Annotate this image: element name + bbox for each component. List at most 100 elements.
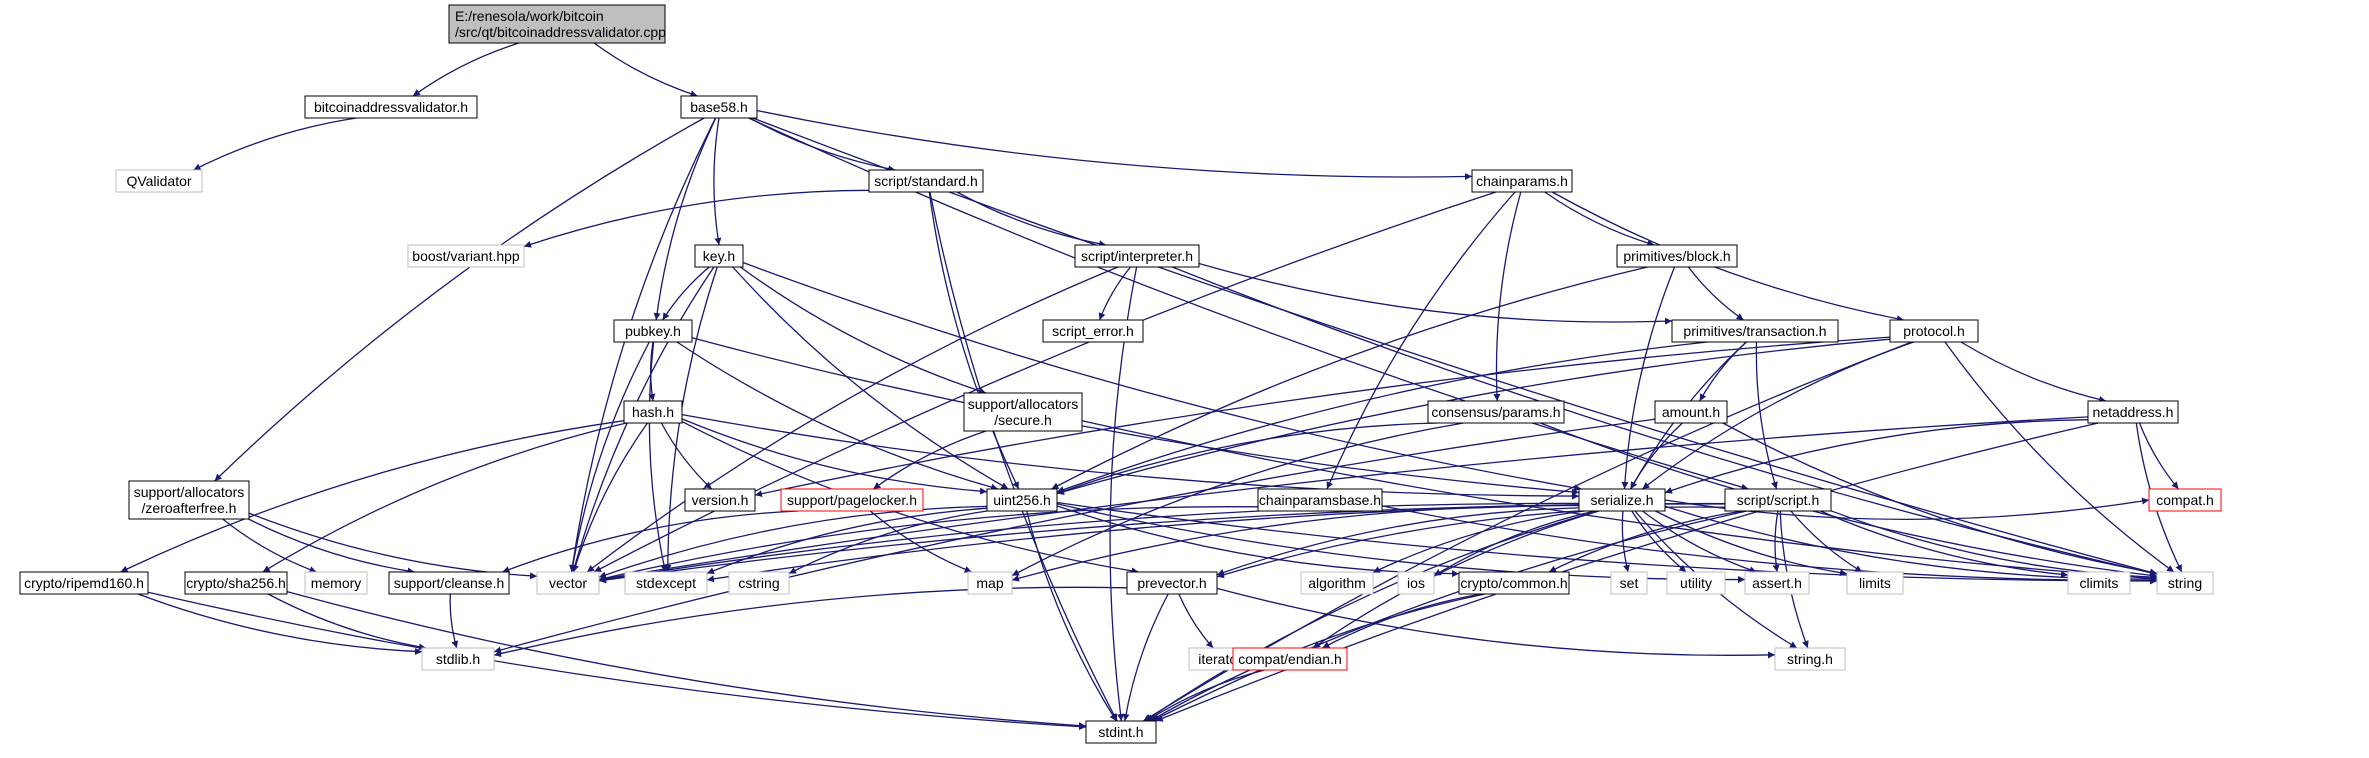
node-uint256[interactable]: uint256.h — [986, 488, 1058, 512]
edge-hash-to-vector — [572, 422, 649, 573]
edge-pubkey-to-uint256 — [676, 341, 999, 491]
node-version[interactable]: version.h — [684, 488, 756, 512]
node-box-stdint — [1085, 720, 1157, 744]
node-label-bav-h: bitcoinaddressvalidator.h — [314, 99, 468, 115]
node-label-script-error: script_error.h — [1052, 323, 1134, 339]
node-transaction[interactable]: primitives/transaction.h — [1671, 319, 1839, 343]
node-label-protocol: protocol.h — [1903, 323, 1964, 339]
node-zeroafterfree[interactable]: support/allocators/zeroafterfree.h — [128, 480, 250, 520]
edge-base58-to-key — [713, 117, 722, 246]
node-label-version: version.h — [692, 492, 749, 508]
edge-ripemd-to-stdint — [147, 591, 1087, 731]
edge-hash-to-uint256 — [681, 418, 988, 495]
edge-consensus-to-uint256 — [1056, 422, 1437, 495]
node-chainparamsbase[interactable]: chainparamsbase.h — [1257, 488, 1383, 512]
node-box-key — [694, 244, 744, 268]
node-script-h[interactable]: script/script.h — [1724, 488, 1832, 512]
node-sha256[interactable]: crypto/sha256.h — [184, 571, 288, 595]
edge-chainparams-to-consensus — [1493, 191, 1522, 402]
node-block[interactable]: primitives/block.h — [1616, 244, 1738, 268]
node-box-chainparams — [1471, 169, 1573, 193]
edge-hash-to-sha256 — [262, 422, 627, 573]
edge-endian-to-stdint — [1146, 669, 1265, 722]
edge-sha256-to-stdlib — [267, 593, 427, 651]
edge-chainparamsbase-to-string — [1381, 505, 2158, 584]
edge-root-to-bav-h — [412, 42, 520, 97]
node-box-stdexcept — [624, 571, 708, 595]
edge-bav-h-to-qvalidator — [193, 117, 357, 171]
edge-prevector-to-stdlib — [493, 586, 1128, 658]
node-label-secure-h-line-2: /secure.h — [994, 412, 1052, 428]
node-box-cstring — [728, 571, 790, 595]
node-stdint[interactable]: stdint.h — [1085, 720, 1157, 744]
node-label-serialize: serialize.h — [1590, 492, 1653, 508]
node-label-hash: hash.h — [632, 404, 674, 420]
node-limits: limits — [1846, 571, 1904, 595]
node-memory: memory — [304, 571, 368, 595]
node-root[interactable]: E:/renesola/work/bitcoin/src/qt/bitcoina… — [448, 4, 666, 44]
node-base58[interactable]: base58.h — [680, 95, 758, 119]
edge-script-h-to-string — [1830, 510, 2158, 581]
node-pubkey[interactable]: pubkey.h — [613, 319, 693, 343]
node-interpreter[interactable]: script/interpreter.h — [1074, 244, 1200, 268]
nodes-layer: E:/renesola/work/bitcoin/src/qt/bitcoina… — [19, 4, 2222, 744]
edge-zeroafterfree-to-cleanse — [248, 518, 415, 575]
node-pagelocker[interactable]: support/pagelocker.h — [780, 488, 924, 512]
node-prevector[interactable]: prevector.h — [1126, 571, 1218, 595]
node-consensus[interactable]: consensus/params.h — [1427, 400, 1565, 424]
edge-sha256-to-stdint — [286, 590, 1087, 730]
node-box-pagelocker — [780, 488, 924, 512]
node-box-utility — [1666, 571, 1726, 595]
edge-prevector-to-string-h — [1216, 587, 1776, 659]
node-label-crypto-common: crypto/common.h — [1460, 575, 1567, 591]
node-label-key: key.h — [703, 248, 735, 264]
edge-amount-to-stdlib — [493, 418, 1656, 654]
node-label-climits: climits — [2080, 575, 2119, 591]
edge-pagelocker-to-map — [869, 510, 972, 573]
node-label-secure-h-line-1: support/allocators — [968, 396, 1079, 412]
node-label-vector: vector — [549, 575, 587, 591]
node-secure-h[interactable]: support/allocators/secure.h — [963, 392, 1083, 432]
edge-serialize-to-stdint — [1144, 510, 1599, 722]
node-algorithm: algorithm — [1300, 571, 1374, 595]
node-hash[interactable]: hash.h — [623, 400, 683, 424]
node-label-root-line-2: /src/qt/bitcoinaddressvalidator.cpp — [455, 24, 666, 40]
node-protocol[interactable]: protocol.h — [1889, 319, 1979, 343]
node-netaddress[interactable]: netaddress.h — [2087, 400, 2179, 424]
edge-prevector-to-iterator — [1178, 593, 1214, 649]
node-key[interactable]: key.h — [694, 244, 744, 268]
node-serialize[interactable]: serialize.h — [1578, 488, 1666, 512]
edge-pubkey-to-stdexcept — [648, 341, 668, 573]
node-box-cleanse — [388, 571, 510, 595]
node-ripemd[interactable]: crypto/ripemd160.h — [19, 571, 149, 595]
node-box-sha256 — [184, 571, 288, 595]
edge-chainparams-to-block — [1544, 191, 1655, 247]
node-cleanse[interactable]: support/cleanse.h — [388, 571, 510, 595]
node-box-uint256 — [986, 488, 1058, 512]
node-box-map — [967, 571, 1013, 595]
node-label-standard: script/standard.h — [874, 173, 978, 189]
edge-hash-to-ripemd — [120, 420, 625, 573]
edge-serialize-to-limits — [1655, 510, 1848, 577]
edge-serialize-to-ios — [1433, 510, 1595, 577]
node-standard[interactable]: script/standard.h — [868, 169, 984, 193]
edge-cleanse-to-stdlib — [449, 593, 459, 649]
node-endian[interactable]: compat/endian.h — [1232, 647, 1348, 671]
edges-layer — [120, 42, 2183, 731]
node-box-ios — [1397, 571, 1435, 595]
node-chainparams[interactable]: chainparams.h — [1471, 169, 1573, 193]
node-label-ios: ios — [1407, 575, 1425, 591]
node-script-error[interactable]: script_error.h — [1042, 319, 1144, 343]
edge-script-h-to-vector — [598, 502, 1726, 584]
node-label-sha256: crypto/sha256.h — [186, 575, 286, 591]
edge-transaction-to-script-h — [1755, 341, 1778, 490]
node-box-algorithm — [1300, 571, 1374, 595]
node-compat-h[interactable]: compat.h — [2148, 488, 2222, 512]
edge-script-h-to-climits — [1820, 510, 2069, 578]
node-crypto-common[interactable]: crypto/common.h — [1458, 571, 1570, 595]
edge-base58-to-pubkey — [653, 117, 717, 321]
node-bav-h[interactable]: bitcoinaddressvalidator.h — [304, 95, 478, 119]
node-box-serialize — [1578, 488, 1666, 512]
node-amount[interactable]: amount.h — [1654, 400, 1728, 424]
